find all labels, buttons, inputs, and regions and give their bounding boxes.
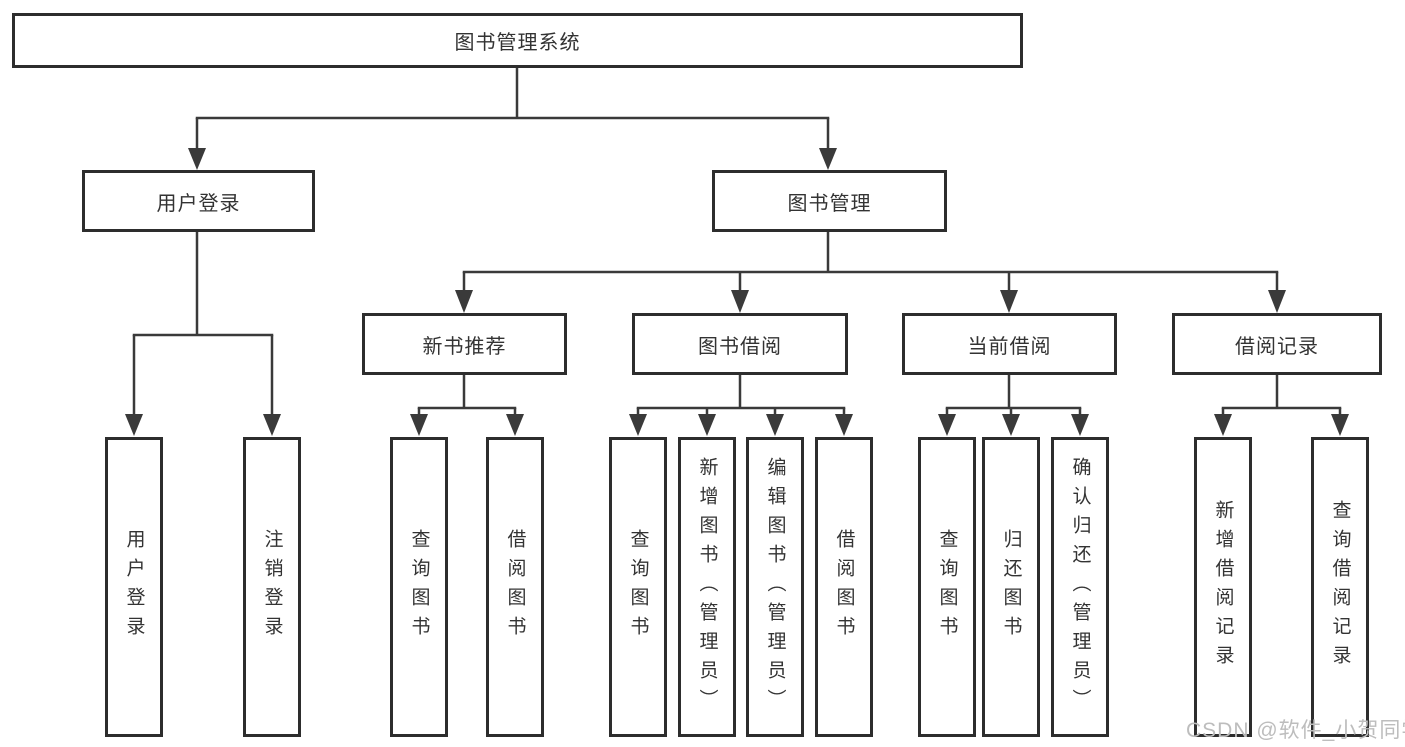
leaf-logout: 注销登录 [243,437,301,737]
leaf-current-query-books: 查询图书 [918,437,976,737]
leaf-borrow-borrow-books: 借阅图书 [815,437,873,737]
csdn-watermark: CSDN @软件_小贺同学 [1186,719,1405,742]
node-current-borrow: 当前借阅 [902,313,1117,375]
leaf-newbook-borrow-books: 借阅图书 [486,437,544,737]
node-book-management: 图书管理 [712,170,947,232]
leaf-query-borrow-record: 查询借阅记录 [1311,437,1369,737]
node-book-borrow: 图书借阅 [632,313,848,375]
node-new-book-recommend: 新书推荐 [362,313,567,375]
node-user-login: 用户登录 [82,170,315,232]
node-borrow-records: 借阅记录 [1172,313,1382,375]
leaf-user-login: 用户登录 [105,437,163,737]
leaf-add-book-admin: 新增图书（管理员） [678,437,736,737]
leaf-confirm-return-admin: 确认归还（管理员） [1051,437,1109,737]
leaf-add-borrow-record: 新增借阅记录 [1194,437,1252,737]
leaf-borrow-query-books: 查询图书 [609,437,667,737]
leaf-edit-book-admin: 编辑图书（管理员） [746,437,804,737]
leaf-newbook-query-books: 查询图书 [390,437,448,737]
leaf-return-book: 归还图书 [982,437,1040,737]
node-library-system: 图书管理系统 [12,13,1023,68]
